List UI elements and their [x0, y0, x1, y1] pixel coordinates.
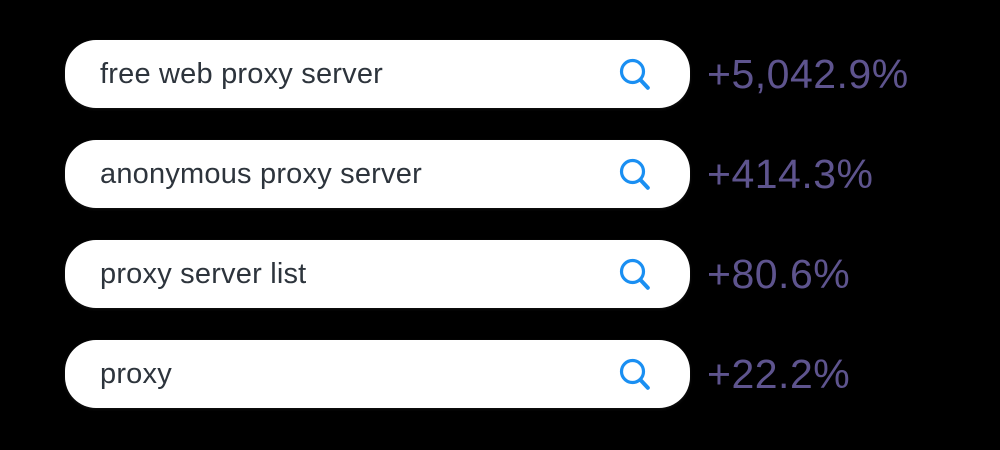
search-icon	[618, 356, 652, 392]
search-growth-row: proxy +22.2%	[65, 340, 1000, 408]
search-growth-row: proxy server list +80.6%	[65, 240, 1000, 308]
search-bar[interactable]: free web proxy server	[65, 40, 690, 108]
growth-percentage: +5,042.9%	[707, 50, 909, 97]
search-bar[interactable]: anonymous proxy server	[65, 140, 690, 208]
search-button[interactable]	[618, 256, 652, 292]
search-button[interactable]	[618, 356, 652, 392]
search-query-text: free web proxy server	[100, 57, 384, 90]
growth-percentage: +414.3%	[707, 150, 874, 197]
search-growth-list: free web proxy server +5,042.9% anonymou…	[65, 40, 1000, 408]
search-query-text: proxy server list	[100, 257, 307, 290]
search-icon	[618, 256, 652, 292]
search-button[interactable]	[618, 156, 652, 192]
growth-percentage: +22.2%	[707, 350, 851, 397]
growth-percentage: +80.6%	[707, 250, 851, 297]
search-bar[interactable]: proxy	[65, 340, 690, 408]
search-bar[interactable]: proxy server list	[65, 240, 690, 308]
search-icon	[618, 156, 652, 192]
search-icon	[618, 56, 652, 92]
search-growth-row: anonymous proxy server +414.3%	[65, 140, 1000, 208]
search-query-text: proxy	[100, 357, 172, 390]
search-growth-row: free web proxy server +5,042.9%	[65, 40, 1000, 108]
search-button[interactable]	[618, 56, 652, 92]
search-query-text: anonymous proxy server	[100, 157, 422, 190]
